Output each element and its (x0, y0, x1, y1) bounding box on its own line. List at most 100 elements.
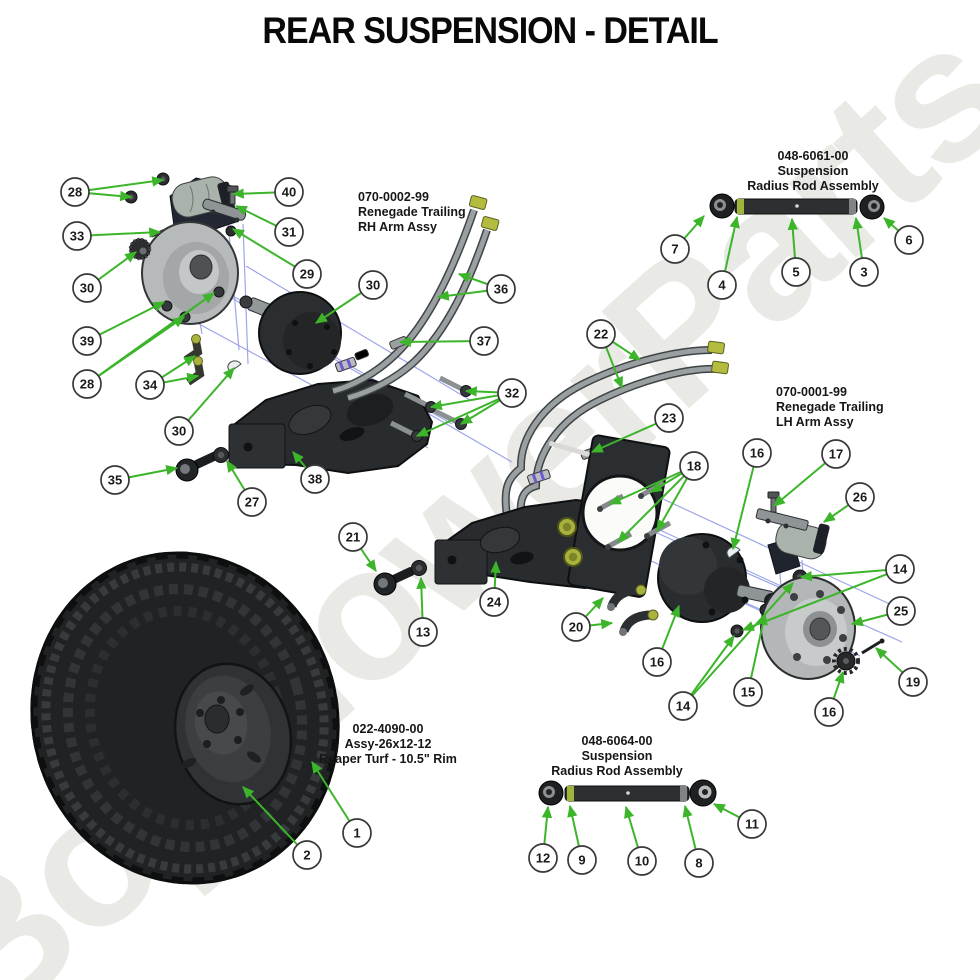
callout-28: 28 (60, 177, 90, 207)
svg-text:16: 16 (822, 705, 836, 720)
callout-27: 27 (237, 487, 267, 517)
callout-40: 40 (274, 177, 304, 207)
svg-text:28: 28 (68, 185, 82, 200)
rh-hub-pulley (141, 221, 239, 325)
callout-25: 25 (886, 596, 916, 626)
lh-motor-plate (548, 434, 671, 598)
rh-lug-knob (128, 237, 152, 261)
svg-text:8: 8 (695, 856, 702, 871)
svg-text:17: 17 (829, 447, 843, 462)
svg-text:33: 33 (70, 229, 84, 244)
svg-text:37: 37 (477, 334, 491, 349)
callout-11: 11 (737, 809, 767, 839)
svg-text:26: 26 (853, 490, 867, 505)
svg-text:34: 34 (143, 378, 158, 393)
svg-text:4: 4 (718, 278, 726, 293)
svg-text:28: 28 (80, 377, 94, 392)
svg-text:30: 30 (80, 281, 94, 296)
leader-arrow (415, 392, 513, 437)
callout-18: 18 (679, 451, 709, 481)
svg-text:15: 15 (741, 685, 755, 700)
callout-32: 32 (497, 378, 527, 408)
callout-34: 34 (135, 370, 165, 400)
shaft-gear (832, 647, 860, 675)
callout-36: 36 (486, 274, 516, 304)
upper-radius-rod (709, 193, 885, 220)
leader-arrow (741, 568, 901, 631)
svg-text:25: 25 (894, 604, 908, 619)
callout-37: 37 (469, 326, 499, 356)
callout-13: 13 (408, 617, 438, 647)
callout-39: 39 (72, 326, 102, 356)
svg-text:2: 2 (303, 848, 310, 863)
rh-elbow-fittings (183, 334, 205, 386)
callout-28: 28 (72, 369, 102, 399)
leader-arrow (682, 582, 794, 707)
wheel-hub (760, 576, 856, 680)
callout-30: 30 (358, 270, 388, 300)
leader-arrow (617, 465, 695, 543)
svg-text:39: 39 (80, 334, 94, 349)
svg-text:6: 6 (905, 233, 912, 248)
svg-text:16: 16 (650, 655, 664, 670)
callout-19: 19 (898, 667, 928, 697)
callout-14: 14 (668, 691, 698, 721)
callout-26: 26 (845, 482, 875, 512)
callout-8: 8 (684, 848, 714, 878)
svg-text:14: 14 (676, 699, 691, 714)
svg-text:32: 32 (505, 386, 519, 401)
svg-text:7: 7 (671, 242, 678, 257)
rh-trailing-arm (228, 378, 434, 475)
callout-15: 15 (733, 677, 763, 707)
callout-17: 17 (821, 439, 851, 469)
leader-arrow (86, 292, 215, 385)
cotter-pin (861, 638, 885, 655)
callout-3: 3 (849, 257, 879, 287)
callout-7: 7 (660, 234, 690, 264)
svg-text:24: 24 (487, 595, 502, 610)
svg-text:12: 12 (536, 851, 550, 866)
callout-2: 2 (292, 840, 322, 870)
callout-31: 31 (274, 217, 304, 247)
svg-text:30: 30 (366, 278, 380, 293)
callout-23: 23 (654, 403, 684, 433)
svg-text:40: 40 (282, 185, 296, 200)
leader-arrow (799, 568, 901, 582)
callout-21: 21 (338, 522, 368, 552)
rh-woodruff-key (227, 360, 242, 373)
svg-text:23: 23 (662, 411, 676, 426)
svg-text:30: 30 (172, 424, 186, 439)
svg-text:20: 20 (569, 620, 583, 635)
callout-30: 30 (72, 273, 102, 303)
svg-text:18: 18 (687, 459, 701, 474)
callout-4: 4 (707, 270, 737, 300)
svg-text:9: 9 (578, 853, 585, 868)
callout-1: 1 (342, 818, 372, 848)
svg-text:29: 29 (300, 267, 314, 282)
callout-6: 6 (894, 225, 924, 255)
callout-5: 5 (781, 257, 811, 287)
callout-35: 35 (100, 465, 130, 495)
rh-wheel-motor (239, 291, 342, 375)
lh-ball-joint (373, 560, 427, 596)
rh-ball-joint (175, 447, 229, 482)
callout-12: 12 (528, 843, 558, 873)
svg-text:21: 21 (346, 530, 360, 545)
lh-elbow-fittings (607, 584, 659, 636)
svg-text:27: 27 (245, 495, 259, 510)
callout-29: 29 (292, 259, 322, 289)
callout-22: 22 (586, 319, 616, 349)
svg-text:14: 14 (893, 562, 908, 577)
svg-text:5: 5 (792, 265, 799, 280)
callout-10: 10 (627, 846, 657, 876)
callout-16: 16 (642, 647, 672, 677)
leader-arrow (730, 452, 758, 551)
svg-text:31: 31 (282, 225, 296, 240)
callout-24: 24 (479, 587, 509, 617)
callout-20: 20 (561, 612, 591, 642)
svg-text:10: 10 (635, 854, 649, 869)
svg-text:16: 16 (750, 446, 764, 461)
